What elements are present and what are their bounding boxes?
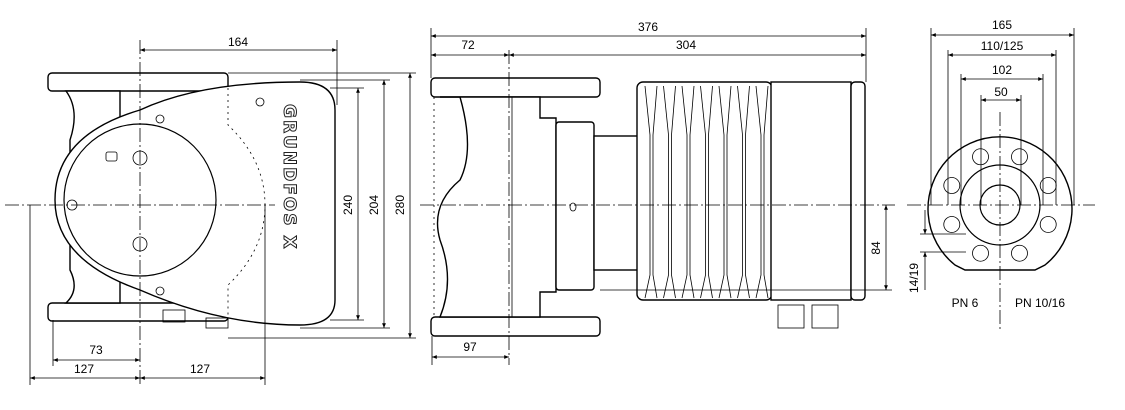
dim-304: 304 [676,38,696,52]
cable-gland [811,304,839,329]
dim-110-125: 110/125 [981,39,1024,53]
dim-376: 376 [638,20,658,34]
top-flange [430,77,601,98]
shaft-housing [593,135,641,271]
cable-gland [777,304,805,329]
dim-14-19: 14/19 [907,263,921,293]
dim-204: 204 [367,195,381,215]
motor-cover [850,81,866,301]
bolt-hole [972,148,989,166]
bolt-hole [972,244,989,262]
top-flange [47,72,229,92]
bolt-hole [1011,244,1028,262]
dim-50: 50 [994,85,1008,99]
dim-97: 97 [463,340,477,354]
adapter [555,121,595,291]
screw-icon [155,114,165,124]
bolt-hole [1011,148,1028,166]
dim-127-left: 127 [74,362,94,376]
connector [162,309,186,323]
label-pn10-16: PN 10/16 [1015,296,1065,310]
screw-icon [255,97,265,107]
dim-164: 164 [228,35,248,49]
screw-icon [155,286,165,296]
flange-view: 165 110/125 102 50 14/19 PN 6 PN 10/16 [907,18,1095,330]
connector [205,317,229,329]
dim-84: 84 [869,241,883,255]
indicator-icon [105,151,118,162]
motor-fins [636,81,773,301]
terminal-box [770,81,852,301]
bolt-hole [943,216,961,233]
bolt-hole [943,177,961,194]
side-view: 376 72 304 84 97 [420,20,895,365]
dim-102: 102 [992,63,1012,77]
dim-127-right: 127 [190,362,210,376]
front-view: GRUNDFOS X 164 240 204 280 73 127 127 [5,35,416,385]
dim-165: 165 [992,18,1012,32]
brand-logo: GRUNDFOS X [279,104,299,251]
bottom-flange [430,316,601,337]
dim-72: 72 [461,38,475,52]
pump-housing [436,96,557,318]
dim-73: 73 [89,343,103,357]
label-pn6: PN 6 [952,296,979,310]
bolt-hole [1039,216,1057,233]
dim-240: 240 [341,195,355,215]
dim-280: 280 [393,195,407,215]
